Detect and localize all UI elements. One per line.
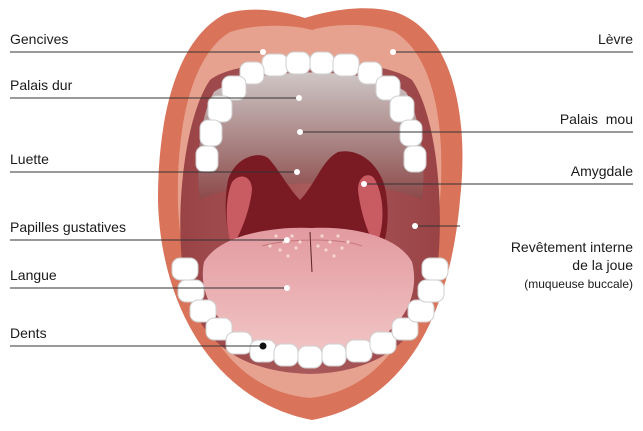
dot-amygdale [361, 181, 367, 187]
label-langue: Langue [10, 267, 57, 283]
dot-papilles [284, 237, 290, 243]
dot-langue [284, 285, 290, 291]
dot-palais-dur [296, 95, 302, 101]
dot-palais-mou [297, 129, 303, 135]
label-revetement-line1: Revêtement interne [511, 239, 633, 255]
dot-gencives [260, 49, 266, 55]
label-revetement-line3: (muqueuse buccale) [524, 277, 633, 291]
dot-revetement [412, 223, 418, 229]
label-luette: Luette [10, 151, 49, 167]
label-palais-dur: Palais dur [10, 77, 73, 93]
label-gencives: Gencives [10, 31, 68, 47]
label-amygdale: Amygdale [571, 163, 633, 179]
label-palais-mou: Palais mou [560, 111, 633, 127]
dot-dents [260, 343, 267, 350]
label-papilles: Papilles gustatives [10, 219, 126, 235]
dot-luette [294, 169, 300, 175]
dot-levre [390, 49, 396, 55]
label-levre: Lèvre [598, 31, 633, 47]
label-dents: Dents [10, 325, 47, 341]
label-revetement-line2: de la joue [572, 257, 633, 273]
